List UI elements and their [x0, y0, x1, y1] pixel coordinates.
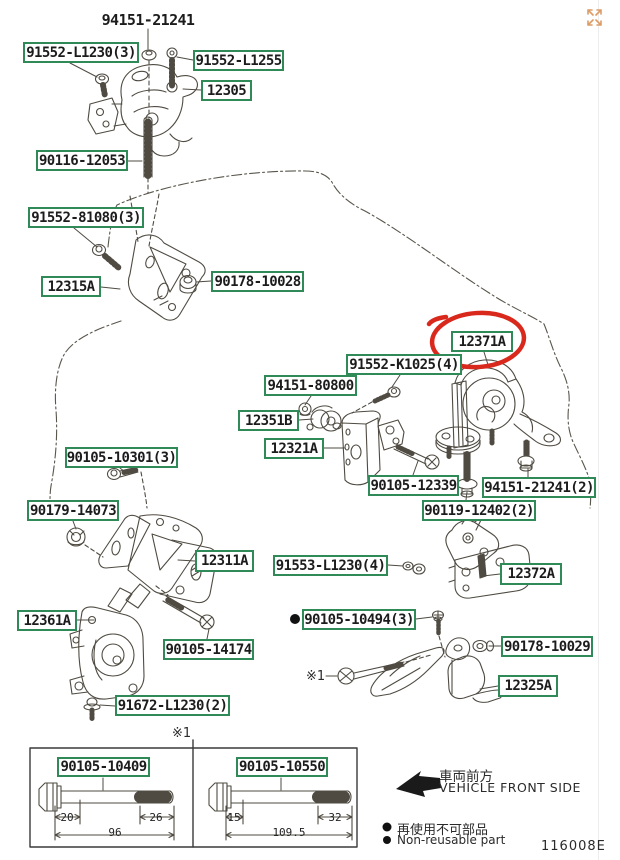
dim-thread-left: 26: [149, 811, 163, 824]
bolt-sketch-90105-14174: [162, 595, 215, 630]
bracket-sketch-12372A: [402, 511, 532, 599]
part-label-91672-L1230[interactable]: 91672-L1230(2): [115, 695, 230, 716]
part-label-12372A[interactable]: 12372A: [500, 563, 562, 585]
vehicle-front-label-jp: 車両前方: [439, 769, 493, 785]
expand-icon[interactable]: [587, 9, 602, 26]
part-label-12351B[interactable]: 12351B: [238, 410, 299, 431]
mount-sketch-12361A: [69, 583, 151, 700]
part-label-12325A[interactable]: 12325A: [498, 675, 558, 697]
part-label-91553-L1230[interactable]: 91553-L1230(4): [273, 555, 388, 576]
inset-bolt-left: [38, 782, 175, 841]
part-label-91552-L1255[interactable]: 91552-L1255: [193, 50, 284, 71]
inset-bolt-right: [208, 782, 353, 841]
part-label-12311A[interactable]: 12311A: [195, 550, 254, 572]
bolt-sketch-91552-K1025: [372, 386, 401, 404]
part-label-91552-81080[interactable]: 91552-81080(3): [28, 207, 144, 228]
bolt-sketch-90105-10301: [106, 466, 139, 481]
engine-mount-sketch-12305: [87, 47, 198, 180]
bracket-sketch-12321A: [332, 410, 405, 486]
bolt-sketch-94151-21241-2: [517, 439, 535, 472]
part-label-90105-12339[interactable]: 90105-12339: [368, 475, 459, 496]
ref-mark-bolt: ※1: [306, 669, 326, 684]
part-label-91552-K1025[interactable]: 91552-K1025(4): [346, 354, 462, 375]
non-reusable-legend-en: Non-reusable part: [397, 833, 506, 847]
bolt-sketch-91672-L1230: [83, 697, 101, 722]
bracket-sketch-12311A: [98, 514, 218, 604]
vehicle-front-arrow: [396, 771, 441, 797]
non-reusable-legend-jp: 再使用不可部品: [397, 823, 489, 838]
part-label-91552-L1230[interactable]: 91552-L1230(3): [23, 42, 139, 63]
part-label-94151-21241[interactable]: 94151-21241: [101, 11, 195, 29]
bracket-sketch-12325A: [337, 637, 503, 703]
dim-under-head-right: 15: [227, 811, 241, 824]
page-edge-divider: [598, 0, 599, 860]
part-label-94151-21241-2[interactable]: 94151-21241(2): [482, 477, 596, 498]
inset-table-frame: [29, 739, 358, 848]
dim-overall-right: 109.5: [272, 826, 306, 839]
ref-mark-inset: ※1: [172, 726, 192, 741]
part-label-90105-10550[interactable]: 90105-10550: [236, 757, 328, 777]
part-label-90119-12402[interactable]: 90119-12402(2): [422, 500, 536, 521]
highlight-ring: [426, 310, 527, 370]
damper-sketch-12351B: [306, 405, 342, 432]
part-label-12361A[interactable]: 12361A: [17, 610, 77, 631]
screw-sketch-90105-10494: [431, 610, 445, 637]
dim-thread-right: 32: [328, 811, 342, 824]
part-label-12305[interactable]: 12305: [201, 80, 252, 101]
part-label-90105-14174[interactable]: 90105-14174: [163, 639, 254, 660]
non-reusable-bullets: [290, 614, 392, 844]
part-label-90105-10494[interactable]: 90105-10494(3): [302, 609, 416, 630]
part-label-90116-12053[interactable]: 90116-12053: [36, 150, 128, 171]
dim-under-head-left: 20: [60, 811, 74, 824]
part-label-12315A[interactable]: 12315A: [41, 276, 101, 297]
part-label-94151-80800[interactable]: 94151-80800: [264, 375, 357, 396]
part-label-12321A[interactable]: 12321A: [264, 438, 324, 459]
part-label-90105-10409[interactable]: 90105-10409: [57, 757, 150, 777]
car-body-outline: [49, 170, 592, 509]
part-label-90179-14073[interactable]: 90179-14073: [27, 500, 119, 521]
part-label-90178-10029[interactable]: 90178-10029: [501, 636, 593, 657]
vehicle-front-label-en: VEHICLE FRONT SIDE: [439, 780, 581, 795]
leader-lines: [69, 28, 529, 791]
part-label-90105-10301[interactable]: 90105-10301(3): [65, 447, 178, 468]
part-label-12371A-highlighted[interactable]: 12371A: [451, 331, 513, 352]
bolt-sketch-90105-12339: [393, 443, 440, 470]
nut-sketch-94151-80800: [298, 402, 312, 416]
dim-overall-left: 96: [108, 826, 122, 839]
nut-sketch-90179-14073: [66, 527, 86, 547]
bolt-sketch-90119-12402: [456, 451, 478, 498]
part-label-90178-10028[interactable]: 90178-10028: [211, 271, 304, 292]
bracket-sketch-12315A: [91, 234, 206, 321]
figure-code: 116008E: [541, 839, 606, 854]
